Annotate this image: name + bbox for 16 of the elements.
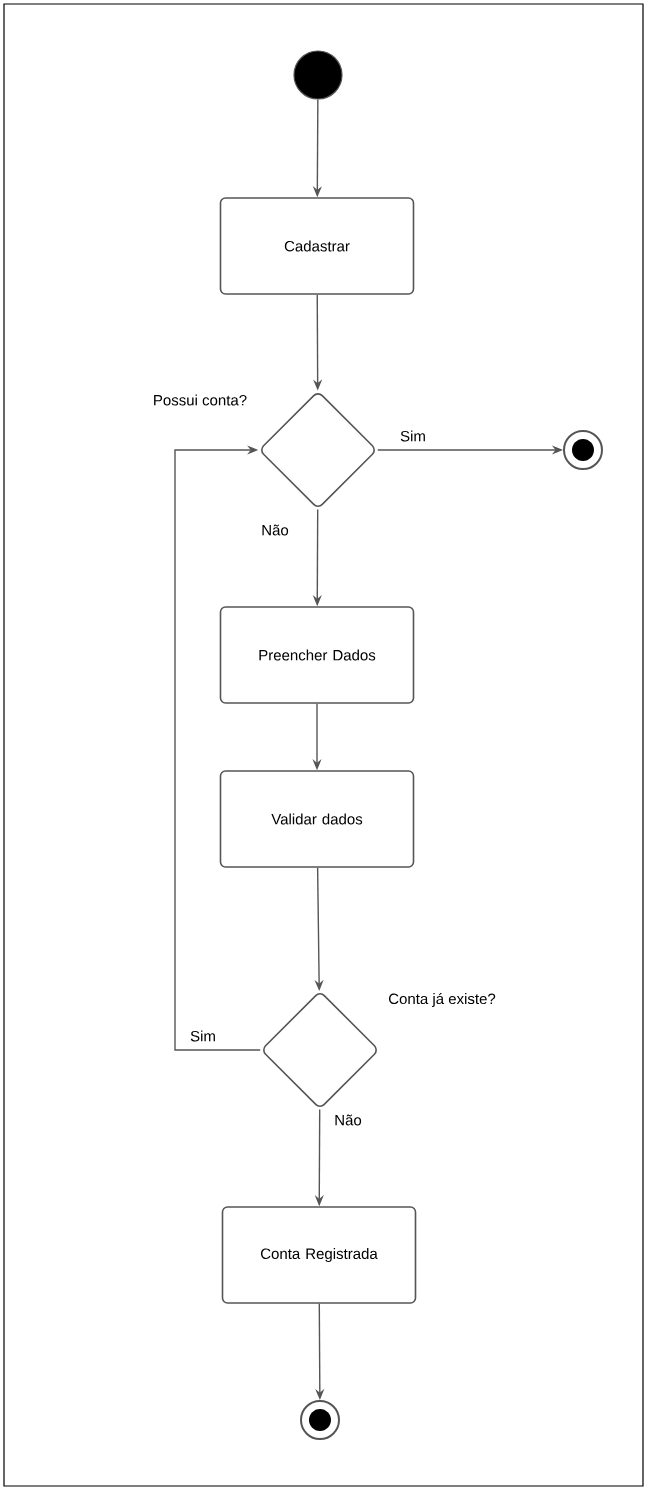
edge-label: Sim: [189, 1029, 217, 1043]
end-node: [300, 1400, 340, 1440]
edge-label: Sim: [399, 429, 427, 443]
action-box: Cadastrar: [219, 197, 415, 295]
question-label: Conta já existe?: [389, 992, 496, 1008]
action-box: Validar dados: [219, 770, 415, 868]
action-box: Conta Registrada: [221, 1206, 417, 1304]
arrow: [174, 445, 261, 1051]
decision-diamond: [261, 393, 375, 507]
start-node: [293, 50, 343, 100]
question-label: Possui conta?: [154, 394, 247, 406]
edge-label: Não: [333, 1113, 363, 1127]
action-box: Preencher Dados: [219, 606, 415, 704]
decision-diamond: [263, 993, 377, 1107]
end-node: [563, 430, 603, 470]
edge-label: Não: [260, 523, 290, 537]
